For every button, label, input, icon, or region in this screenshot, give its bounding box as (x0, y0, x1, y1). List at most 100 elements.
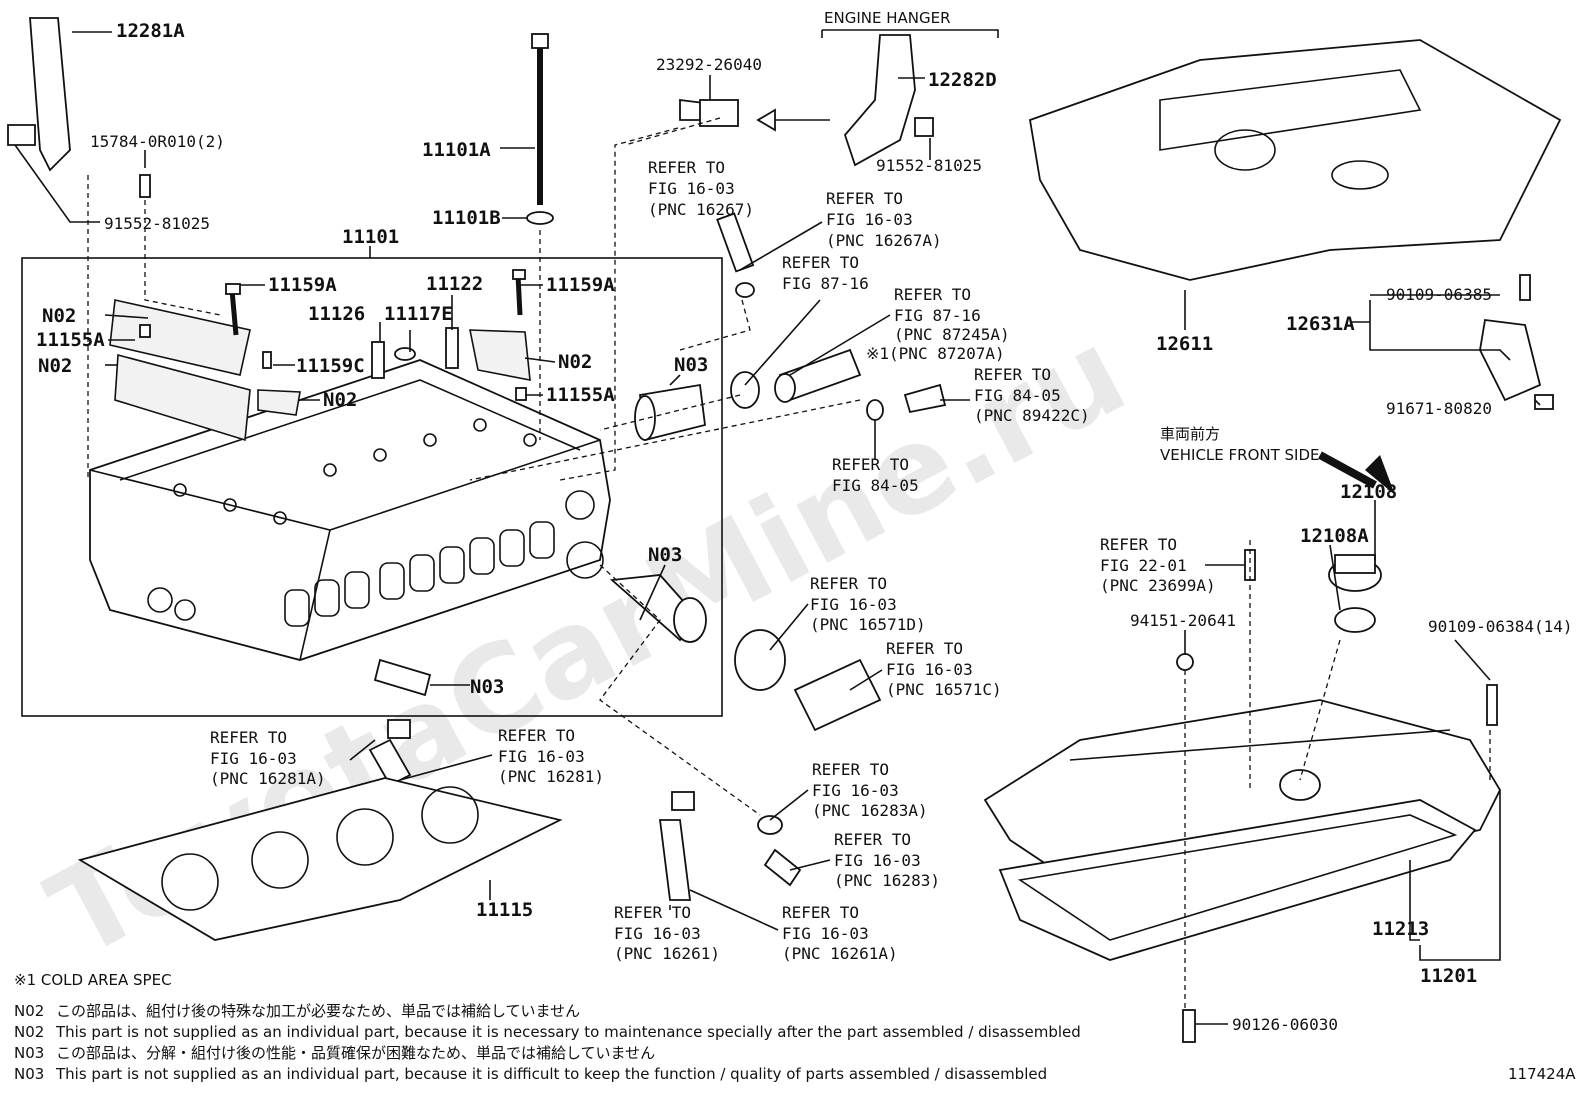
label-11155a-a: 11155A (36, 329, 105, 351)
label-90109-06384: 90109-06384(14) (1428, 617, 1573, 636)
svg-text:REFER TO: REFER TO (974, 365, 1051, 384)
svg-text:(PNC 89422C): (PNC 89422C) (974, 406, 1090, 425)
label-12611: 12611 (1156, 333, 1213, 355)
cylinder-head-drawing (89, 359, 611, 661)
label-12281a: 12281A (116, 20, 185, 42)
front-arrow (1318, 451, 1377, 489)
label-12631a: 12631A (1286, 313, 1355, 335)
svg-text:FIG 16-03: FIG 16-03 (648, 179, 735, 198)
svg-text:REFER TO: REFER TO (826, 189, 903, 208)
svg-text:(PNC 87245A): (PNC 87245A) (894, 325, 1010, 344)
svg-text:REFER TO: REFER TO (210, 728, 287, 747)
refer-2: REFER TO FIG 87-16 (782, 253, 869, 293)
svg-text:REFER TO: REFER TO (782, 253, 859, 272)
label-90109-06385: 90109-06385 (1386, 285, 1492, 304)
refer-10: REFER TO FIG 16-03 (PNC 16283A) (812, 760, 928, 820)
label-n02-c: N02 (323, 389, 357, 411)
svg-text:FIG 16-03: FIG 16-03 (812, 781, 899, 800)
label-11159c: 11159C (296, 355, 365, 377)
svg-text:REFER TO: REFER TO (812, 760, 889, 779)
vehicle-front-jp: 車両前方 (1160, 425, 1220, 443)
label-11201: 11201 (1420, 965, 1477, 987)
svg-text:REFER TO: REFER TO (886, 639, 963, 658)
cylinder-head-bolts (139, 33, 554, 401)
refer-11: REFER TO FIG 16-03 (PNC 16283) (834, 830, 940, 890)
engine-hanger-title: ENGINE HANGER (824, 9, 951, 27)
camshaft-bearing-caps (109, 299, 531, 442)
svg-text:(PNC 16281A): (PNC 16281A) (210, 769, 326, 788)
label-n03-c: N03 (470, 676, 504, 698)
svg-text:(PNC 23699A): (PNC 23699A) (1100, 576, 1216, 595)
svg-text:※1(PNC 87207A): ※1(PNC 87207A) (866, 344, 1005, 363)
svg-text:(PNC 16267A): (PNC 16267A) (826, 231, 942, 250)
head-gasket-11115 (77, 777, 563, 941)
label-11101a: 11101A (422, 139, 491, 161)
note-n03-jp: この部品は、分解・組付け後の性能・品質確保が困難なため、単品では補給していません (56, 1044, 655, 1062)
water-outlets (373, 98, 739, 697)
note-n03-en: This part is not supplied as an individu… (55, 1065, 1047, 1083)
svg-text:FIG 16-03: FIG 16-03 (834, 851, 921, 870)
svg-text:(PNC 16283A): (PNC 16283A) (812, 801, 928, 820)
label-12108: 12108 (1340, 481, 1397, 503)
leader-lines (14, 29, 1541, 1025)
refer-1: REFER TO FIG 16-03 (PNC 16267A) (826, 189, 942, 250)
label-90126: 90126-06030 (1232, 1015, 1338, 1034)
svg-text:REFER TO: REFER TO (648, 158, 725, 177)
refer-9: REFER TO FIG 16-03 (PNC 16281) (498, 726, 604, 786)
svg-text:(PNC 16267): (PNC 16267) (648, 200, 754, 219)
svg-text:REFER TO: REFER TO (834, 830, 911, 849)
note-tag-n02-jp: N02 (14, 1002, 44, 1020)
svg-text:REFER TO: REFER TO (832, 455, 909, 474)
cylinder-head-frame (21, 257, 723, 717)
note-tag-n03-en: N03 (14, 1065, 44, 1083)
label-12108a: 12108A (1300, 525, 1369, 547)
label-11213: 11213 (1372, 918, 1429, 940)
svg-text:(PNC 16571C): (PNC 16571C) (886, 680, 1002, 699)
label-n02-b: N02 (38, 355, 72, 377)
connector-lines (87, 117, 1491, 1010)
label-91552-b: 91552-81025 (876, 156, 982, 175)
note-tag-n02-en: N02 (14, 1023, 44, 1041)
note-tag-n03-jp: N03 (14, 1044, 44, 1062)
label-12282d: 12282D (928, 69, 997, 91)
svg-text:REFER TO: REFER TO (894, 285, 971, 304)
note-n02-jp: この部品は、組付け後の特殊な加工が必要なため、単品では補給していません (56, 1002, 580, 1020)
label-11126: 11126 (308, 303, 365, 325)
svg-text:FIG 16-03: FIG 16-03 (826, 210, 913, 229)
refer-5: REFER TO FIG 84-05 (832, 455, 919, 495)
svg-text:REFER TO: REFER TO (498, 726, 575, 745)
svg-text:(PNC 16261): (PNC 16261) (614, 944, 720, 963)
label-91671: 91671-80820 (1386, 399, 1492, 418)
svg-text:REFER TO: REFER TO (1100, 535, 1177, 554)
oil-filler-cap (1328, 554, 1382, 633)
label-11159a-b: 11159A (546, 274, 615, 296)
engine-cover-12611 (1028, 39, 1562, 281)
label-n02-a: N02 (42, 305, 76, 327)
hoses (368, 212, 947, 901)
label-91552-a: 91552-81025 (104, 214, 210, 233)
refer-4: REFER TO FIG 84-05 (PNC 89422C) (974, 365, 1090, 425)
refer-7: REFER TO FIG 16-03 (PNC 16571C) (886, 639, 1002, 699)
label-n02-d: N02 (558, 351, 592, 373)
refer-13: REFER TO FIG 16-03 (PNC 16261A) (782, 903, 898, 963)
label-11117e: 11117E (384, 303, 453, 325)
svg-text:(PNC 16571D): (PNC 16571D) (810, 615, 926, 634)
note-cold-area: ※1 COLD AREA SPEC (14, 971, 172, 989)
svg-text:FIG 84-05: FIG 84-05 (832, 476, 919, 495)
label-11159a-a: 11159A (268, 274, 337, 296)
refer-12: REFER TO FIG 16-03 (PNC 16261) (614, 903, 720, 963)
svg-text:FIG 16-03: FIG 16-03 (498, 747, 585, 766)
svg-text:REFER TO: REFER TO (810, 574, 887, 593)
engine-hanger-12282d (843, 34, 934, 167)
svg-text:REFER TO: REFER TO (614, 903, 691, 922)
refer-8: REFER TO FIG 16-03 (PNC 16281A) (210, 728, 326, 788)
vehicle-front-en: VEHICLE FRONT SIDE (1160, 446, 1320, 464)
svg-text:(PNC 16281): (PNC 16281) (498, 767, 604, 786)
label-11115: 11115 (476, 899, 533, 921)
svg-text:FIG 16-03: FIG 16-03 (614, 924, 701, 943)
label-n03-a: N03 (674, 354, 708, 376)
svg-text:FIG 16-03: FIG 16-03 (210, 749, 297, 768)
note-n02-en: This part is not supplied as an individu… (55, 1023, 1081, 1041)
